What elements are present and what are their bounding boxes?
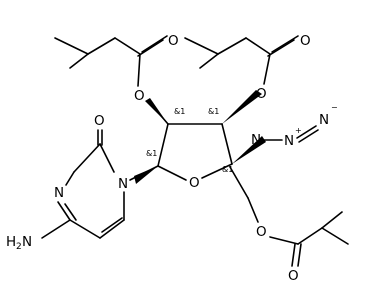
azide-minus-charge: −	[331, 103, 338, 112]
stereo-label-c1: &1	[146, 149, 157, 158]
atom-o-ester-left: O	[134, 88, 145, 104]
atom-o-ester-ch2: O	[256, 224, 267, 240]
amine-h-count: 2	[16, 242, 22, 252]
atom-amine-h: H	[6, 234, 16, 250]
atom-o-carbonyl-left: O	[168, 33, 179, 49]
atom-ring-o: O	[189, 175, 200, 191]
atom-o-cytosine: O	[94, 113, 105, 129]
atom-labels: O O O O N N + N − O O O N N O H 2 N	[6, 33, 338, 284]
atom-o-carbonyl-bottom: O	[288, 268, 299, 284]
stereo-label-c3: &1	[208, 107, 219, 116]
stereo-descriptors: &1 &1 &1 &1	[146, 107, 233, 174]
atom-azide-n1: N	[251, 132, 261, 148]
atom-n-ring-3: N	[54, 185, 64, 201]
atom-azide-n2: N	[284, 133, 294, 149]
stereo-label-c4: &1	[222, 165, 233, 174]
atom-amine-n: N	[22, 234, 32, 250]
azide-plus-charge: +	[295, 126, 302, 135]
atom-o-ester-mid: O	[256, 86, 267, 102]
atom-n-ring-1: N	[118, 176, 128, 192]
bond-lines	[41, 35, 349, 267]
stereo-bonds	[134, 90, 266, 184]
stereo-label-c2: &1	[174, 107, 185, 116]
atom-azide-n3: N	[319, 112, 329, 128]
atom-o-carbonyl-mid: O	[300, 33, 311, 49]
